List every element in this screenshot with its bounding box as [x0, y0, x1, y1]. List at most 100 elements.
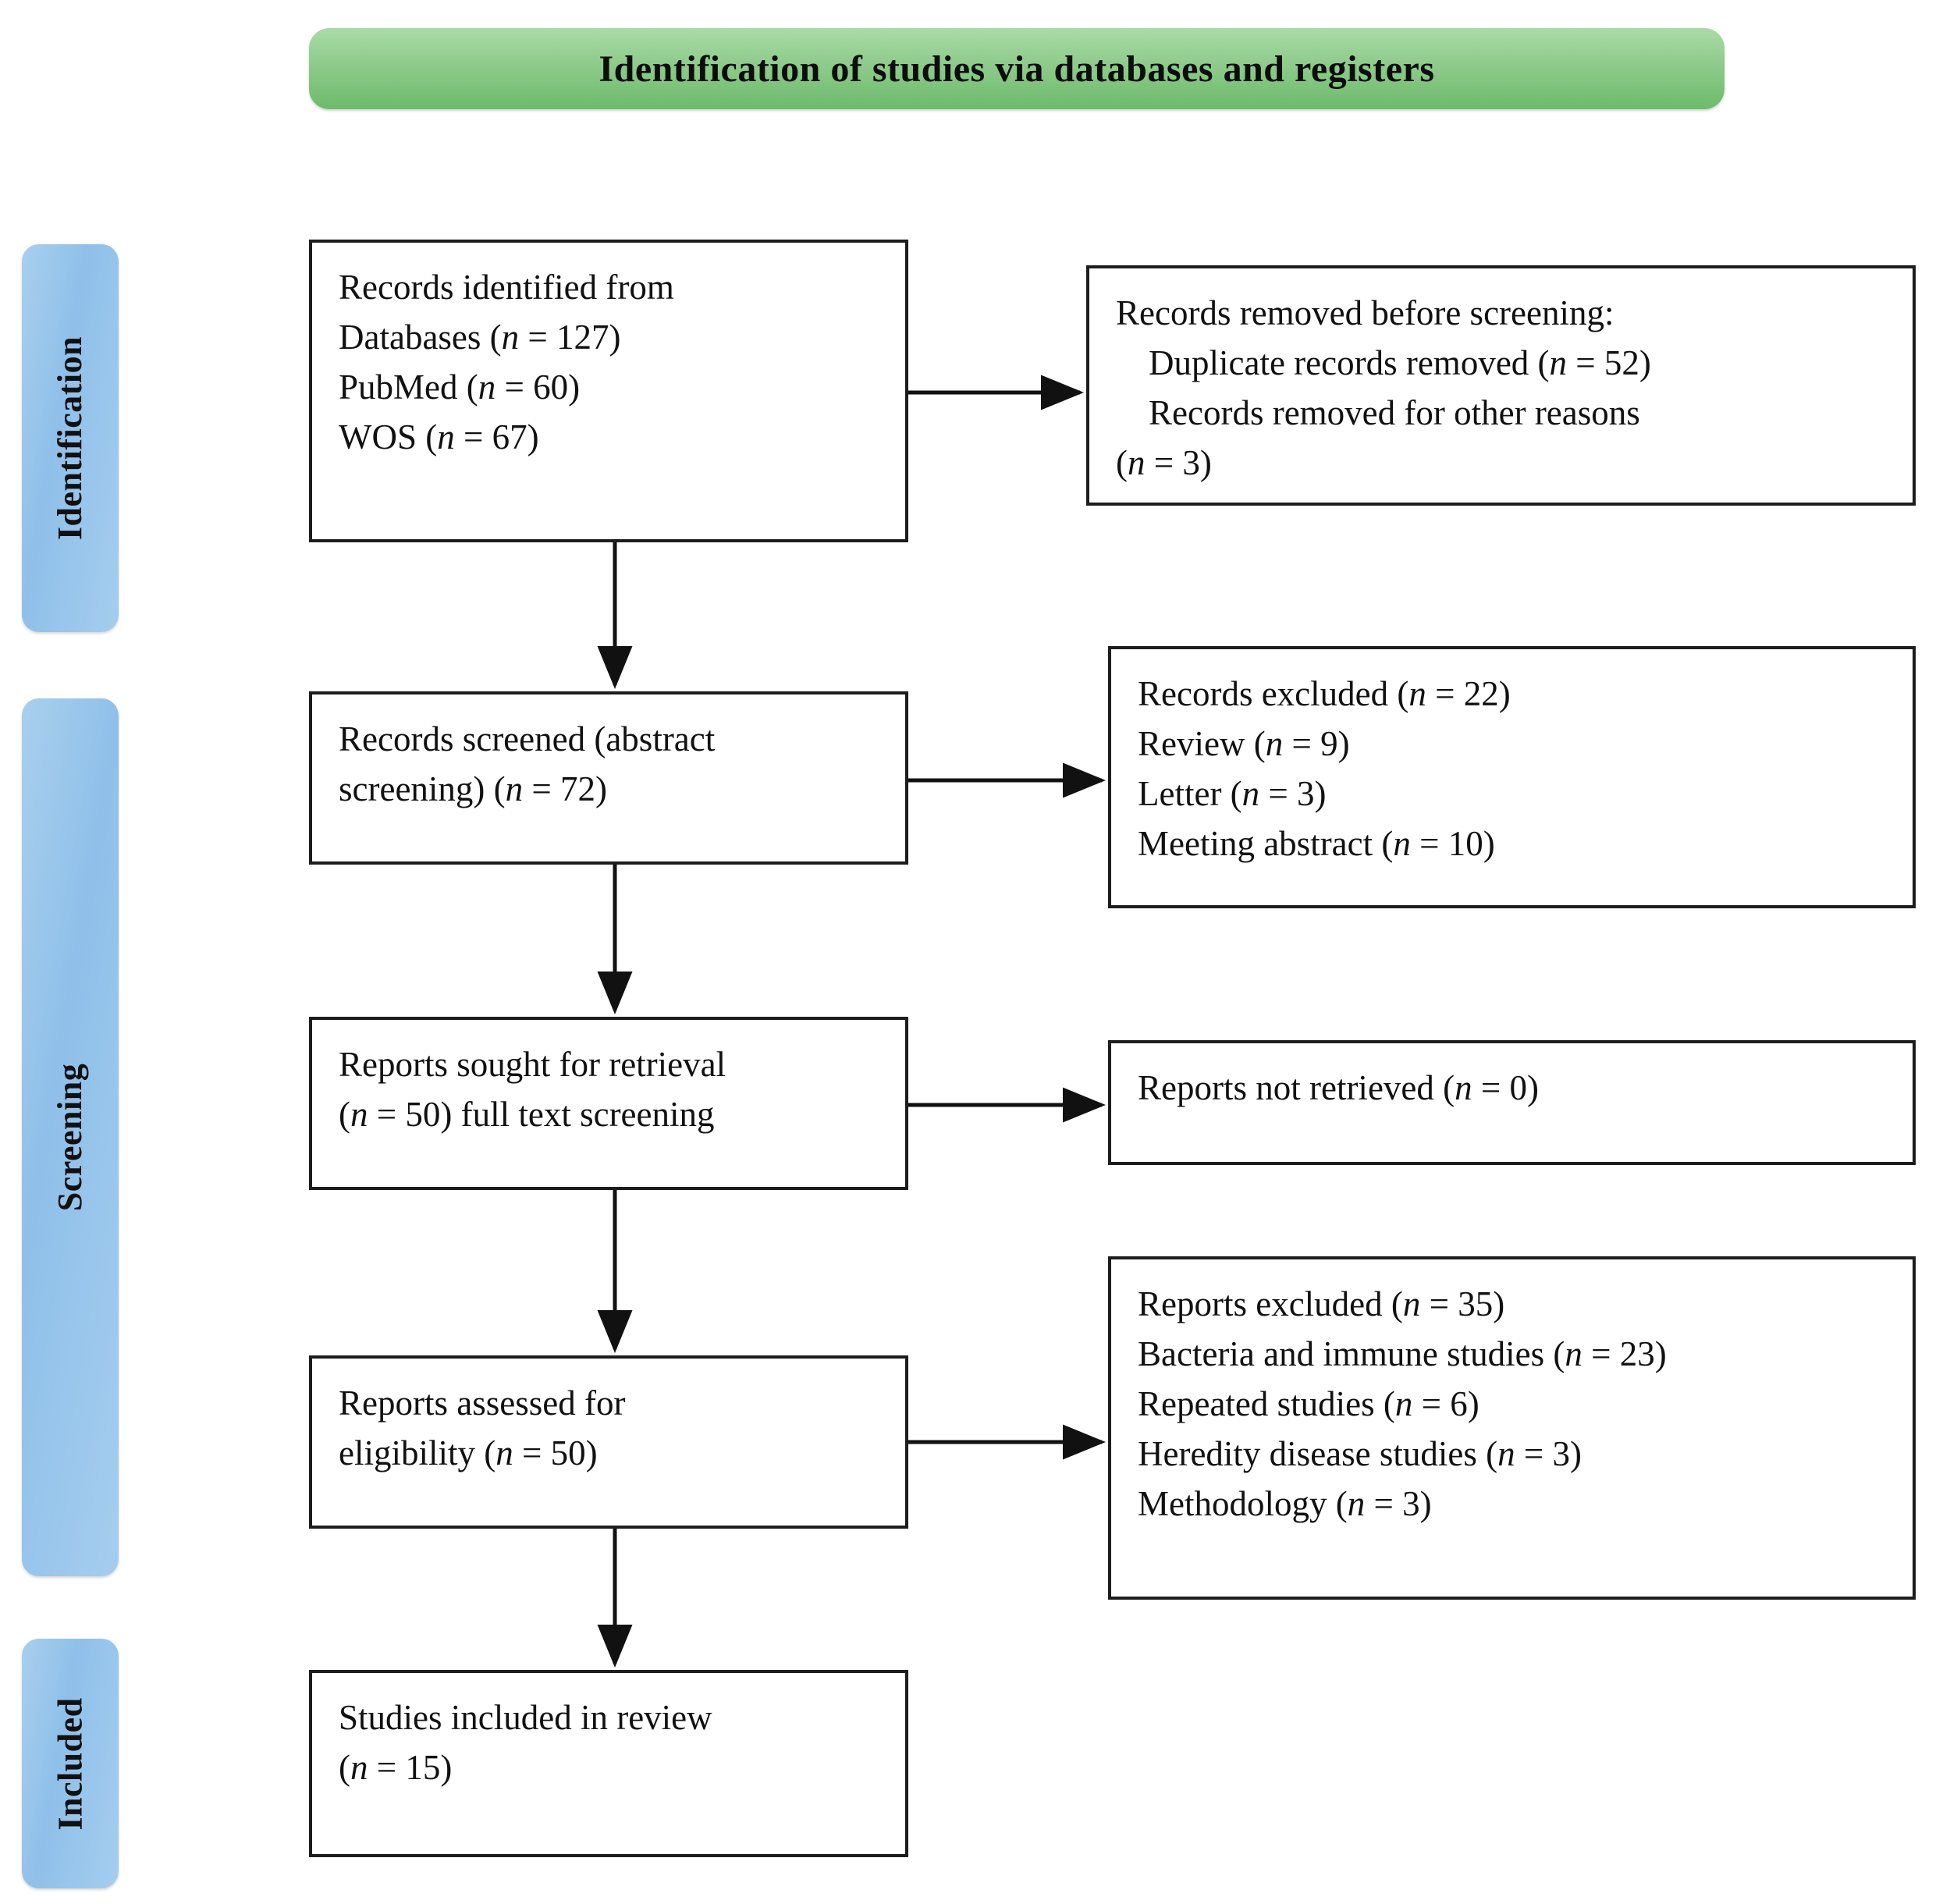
n-symbol: n	[501, 317, 520, 357]
n-symbol: n	[1455, 1068, 1472, 1107]
box-line: Bacteria and immune studies (n = 23)	[1138, 1330, 1889, 1380]
stage-label-screening: Screening	[22, 698, 119, 1576]
line-text: Review (	[1138, 723, 1266, 763]
line-value: = 60)	[496, 367, 581, 407]
line-text: (	[339, 1094, 350, 1134]
line-text: Reports excluded (	[1138, 1284, 1403, 1323]
stage-label-identification-text: Identification	[51, 336, 90, 541]
box-line: Studies included in review	[339, 1698, 712, 1737]
n-symbol: n	[437, 417, 455, 456]
line-value: = 3)	[1145, 442, 1212, 482]
line-value: = 10)	[1410, 823, 1495, 863]
box-reports-not-retrieved: Reports not retrieved (n = 0)	[1108, 1040, 1916, 1165]
n-symbol: n	[1128, 442, 1146, 482]
box-line: Records removed for other reasons	[1149, 393, 1640, 432]
page-title: Identification of studies via databases …	[599, 48, 1435, 90]
box-line: Reports excluded (n = 35)	[1138, 1280, 1889, 1330]
box-line: Reports not retrieved (n = 0)	[1138, 1064, 1889, 1114]
n-symbol: n	[1347, 1483, 1366, 1523]
box-line: Records excluded (n = 22)	[1138, 670, 1889, 719]
line-value: = 72)	[523, 769, 608, 808]
stage-label-included-text: Included	[51, 1696, 90, 1831]
line-value: = 52)	[1567, 343, 1651, 382]
n-symbol: n	[1402, 1284, 1421, 1323]
box-line: Heredity disease studies (n = 3)	[1138, 1430, 1889, 1480]
n-symbol: n	[350, 1094, 368, 1134]
line-value: = 15)	[368, 1747, 453, 1787]
box-reports-excluded: Reports excluded (n = 35) Bacteria and i…	[1108, 1256, 1916, 1600]
box-line: (n = 15)	[339, 1743, 882, 1793]
box-line: Records removed before screening:	[1116, 293, 1614, 332]
stage-label-included: Included	[22, 1639, 119, 1888]
line-value: = 3)	[1365, 1483, 1432, 1523]
box-studies-included-in-review: Studies included in review (n = 15)	[309, 1670, 908, 1857]
line-value: = 9)	[1283, 723, 1350, 763]
line-text: Letter (	[1138, 773, 1242, 813]
box-reports-assessed-for-eligibility: Reports assessed for eligibility (n = 50…	[309, 1355, 908, 1529]
line-value: = 22)	[1426, 674, 1511, 713]
box-line: Methodology (n = 3)	[1138, 1480, 1889, 1529]
line-text: Repeated studies (	[1138, 1384, 1395, 1423]
box-reports-sought-for-retrieval: Reports sought for retrieval (n = 50) fu…	[309, 1017, 908, 1190]
line-value: = 3)	[1259, 773, 1327, 813]
box-line: screening) (n = 72)	[339, 765, 882, 815]
line-value: = 50) full text screening	[368, 1094, 715, 1134]
n-symbol: n	[1393, 823, 1411, 863]
stage-label-identification: Identification	[22, 244, 119, 632]
line-text: Meeting abstract (	[1138, 823, 1394, 863]
box-line: WOS (n = 67)	[339, 413, 882, 463]
line-text: Methodology (	[1138, 1483, 1348, 1523]
line-text: (	[1116, 442, 1128, 482]
line-value: = 35)	[1420, 1284, 1505, 1323]
box-records-screened: Records screened (abstract screening) (n…	[309, 691, 908, 865]
n-symbol: n	[1241, 773, 1260, 813]
box-line: PubMed (n = 60)	[339, 363, 882, 413]
line-text: screening) (	[339, 769, 506, 808]
line-text: WOS (	[339, 417, 438, 456]
line-text: (	[339, 1747, 350, 1787]
n-symbol: n	[1549, 343, 1568, 382]
box-line: Meeting abstract (n = 10)	[1138, 819, 1889, 869]
line-value: = 23)	[1582, 1334, 1667, 1373]
line-text: Bacteria and immune studies (	[1138, 1334, 1565, 1373]
n-symbol: n	[350, 1747, 368, 1787]
line-value: = 127)	[519, 317, 621, 357]
line-text: Heredity disease studies (	[1138, 1433, 1498, 1473]
box-line: Reports sought for retrieval	[339, 1045, 726, 1084]
box-line: Letter (n = 3)	[1138, 769, 1889, 819]
line-text: Records excluded (	[1138, 674, 1409, 713]
n-symbol: n	[1408, 674, 1426, 713]
n-symbol: n	[1394, 1384, 1413, 1423]
line-text: PubMed (	[339, 367, 478, 407]
box-line: (n = 50) full text screening	[339, 1090, 882, 1140]
box-line: Records identified from	[339, 268, 674, 307]
line-value: = 0)	[1472, 1068, 1539, 1107]
box-line: Repeated studies (n = 6)	[1138, 1380, 1889, 1430]
n-symbol: n	[505, 769, 524, 808]
line-text: Reports not retrieved (	[1138, 1068, 1455, 1107]
box-line: Records screened (abstract	[339, 719, 716, 758]
line-value: = 3)	[1515, 1433, 1582, 1473]
box-records-excluded: Records excluded (n = 22) Review (n = 9)…	[1108, 646, 1916, 908]
line-value: = 67)	[454, 417, 539, 456]
box-line: Review (n = 9)	[1138, 719, 1889, 769]
diagram-title-banner: Identification of studies via databases …	[309, 28, 1725, 109]
n-symbol: n	[496, 1433, 513, 1472]
box-line: Databases (n = 127)	[339, 313, 882, 363]
stage-label-screening-text: Screening	[51, 1063, 90, 1212]
n-symbol: n	[1497, 1433, 1515, 1473]
line-text: eligibility (	[339, 1433, 496, 1472]
n-symbol: n	[1265, 723, 1284, 763]
box-line: Reports assessed for	[339, 1384, 626, 1423]
box-records-identified: Records identified from Databases (n = 1…	[309, 240, 908, 542]
box-records-removed-before-screening: Records removed before screening: Duplic…	[1086, 265, 1916, 506]
line-value: = 50)	[513, 1433, 598, 1472]
box-line: eligibility (n = 50)	[339, 1429, 882, 1479]
line-value: = 6)	[1412, 1384, 1479, 1423]
line-text: Databases (	[339, 317, 502, 357]
n-symbol: n	[478, 367, 496, 407]
box-line: Duplicate records removed (n = 52)	[1116, 339, 1889, 389]
line-text: Duplicate records removed (	[1149, 343, 1550, 382]
box-line: (n = 3)	[1116, 439, 1889, 488]
